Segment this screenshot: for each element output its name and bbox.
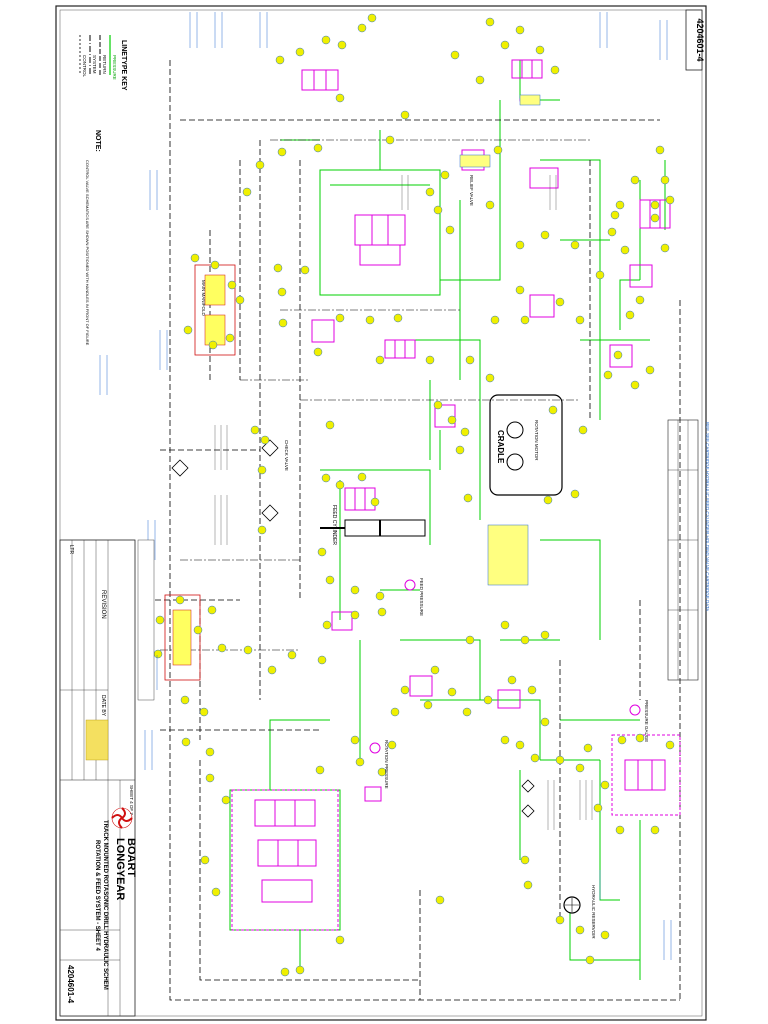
rotation-motor-2 — [506, 453, 524, 471]
revision-label: REVISION — [100, 590, 106, 619]
note-text: CONTROL VALVE SCHEMATICS ARE SHOWN POSIT… — [85, 160, 90, 346]
directional-valve-top-right — [511, 59, 543, 79]
callout-bubbles — [153, 13, 675, 977]
drawing-number-top: 4204601-4 — [695, 18, 705, 61]
valve-lower-right — [611, 734, 681, 816]
valve-right-3 — [609, 344, 633, 368]
sheet-number: SHEET 4 OF 7 — [129, 785, 134, 815]
annotation-boxes — [459, 94, 541, 586]
drawing-inner-border — [59, 9, 703, 1017]
linetype-system: SYSTEM — [92, 55, 97, 74]
company-name-2: LONGYEAR — [114, 838, 126, 900]
check-valves — [171, 439, 535, 818]
valve-gauge-row — [409, 675, 433, 697]
note-title: NOTE: — [94, 130, 101, 152]
label-check-valve: CHECK VALVE — [284, 440, 289, 471]
valve-right-2 — [629, 264, 653, 288]
boart-longyear-logo — [111, 807, 133, 829]
date-by-label: DATE BY — [100, 695, 106, 717]
text-lines-blue — [99, 12, 672, 960]
rotation-motor-1 — [506, 421, 524, 439]
cartridge-data-table: REF. SEE CARTRIDGE HYDRAULIC FEED CYLIND… — [667, 419, 710, 681]
valve-cradle-left — [434, 404, 456, 428]
label-rotation-motor: ROTATION MOTOR — [534, 420, 539, 461]
valve-feed-lower — [331, 611, 353, 631]
linetype-return: RETURN — [102, 55, 107, 74]
main-manifold-upper — [194, 264, 236, 356]
text-lines-black — [214, 175, 593, 830]
valve-mid-left — [384, 339, 416, 359]
drawing-border — [55, 5, 707, 1021]
cradle: CRADLE — [489, 394, 563, 496]
drawing-number-box: 4204601-4 — [685, 9, 705, 71]
company-name-1: BOART — [125, 838, 137, 877]
drawing-title-line1: TRACK MOUNTED ROTASONIC DRILL HYDRAULIC … — [102, 820, 108, 990]
ltr-label: LTR — [68, 545, 74, 554]
main-control-valve — [354, 214, 406, 266]
feed-valve — [344, 487, 376, 511]
feed-pressure-gauge — [404, 579, 416, 591]
pressure-lines — [229, 60, 666, 980]
main-manifold-lower — [164, 594, 201, 681]
note-block: NOTE: CONTROL VALVE SCHEMATICS ARE SHOWN… — [85, 130, 101, 346]
control-lines — [160, 139, 590, 651]
label-rotation-pressure: ROTATION PRESSURE — [384, 740, 389, 789]
rotation-pressure-gauge — [369, 742, 381, 754]
directional-valve-top — [301, 69, 339, 91]
relief-valve-left — [311, 319, 335, 343]
title-block: LTR REVISION DATE BY BOART LONGYEAR TRAC… — [59, 539, 155, 1017]
valve-right-upper — [639, 199, 671, 229]
label-gauge: PRESSURE GAUGE — [644, 700, 649, 742]
rotated-annotations: MAIN MANIFOLD RELIEF VALVE CHECK VALVE F… — [201, 175, 649, 789]
valve-lower-center — [497, 689, 521, 709]
gauge-right — [629, 704, 641, 716]
legend-title: REF. SEE CARTRIDGE HYDRAULIC FEED CYLIND… — [705, 422, 710, 611]
linetype-key: LINETYPE KEY PRESSURE RETURN SYSTEM CONT… — [79, 35, 127, 91]
valve-center — [529, 294, 555, 318]
cradle-label: CRADLE — [496, 430, 505, 464]
feed-cylinder-label: FEED CYLINDER — [331, 505, 337, 545]
linetype-key-title: LINETYPE KEY — [120, 40, 127, 91]
valve-blocks — [231, 59, 681, 931]
hydraulic-reservoir: HYDRAULIC RESERVOIR — [563, 885, 596, 939]
reservoir-label: HYDRAULIC RESERVOIR — [591, 885, 596, 939]
feed-cylinder: FEED CYLINDER — [320, 505, 426, 545]
drawing-number-bottom: 4204601-4 — [66, 965, 75, 1004]
label-feed-pressure: FEED PRESSURE — [419, 578, 424, 616]
drawing-title-line2: ROTATION & FEED SYSTEM - SHEET 4 — [94, 840, 100, 951]
valve-lower-mid — [364, 786, 382, 802]
linetype-pressure: PRESSURE — [112, 55, 117, 80]
rotation-control-valve — [231, 789, 339, 931]
label-relief-valve: RELIEF VALVE — [469, 175, 474, 206]
valve-cartridge-mid — [529, 167, 559, 189]
label-main-manifold: MAIN MANIFOLD — [201, 280, 206, 317]
linetype-control: CONTROL — [82, 55, 87, 77]
